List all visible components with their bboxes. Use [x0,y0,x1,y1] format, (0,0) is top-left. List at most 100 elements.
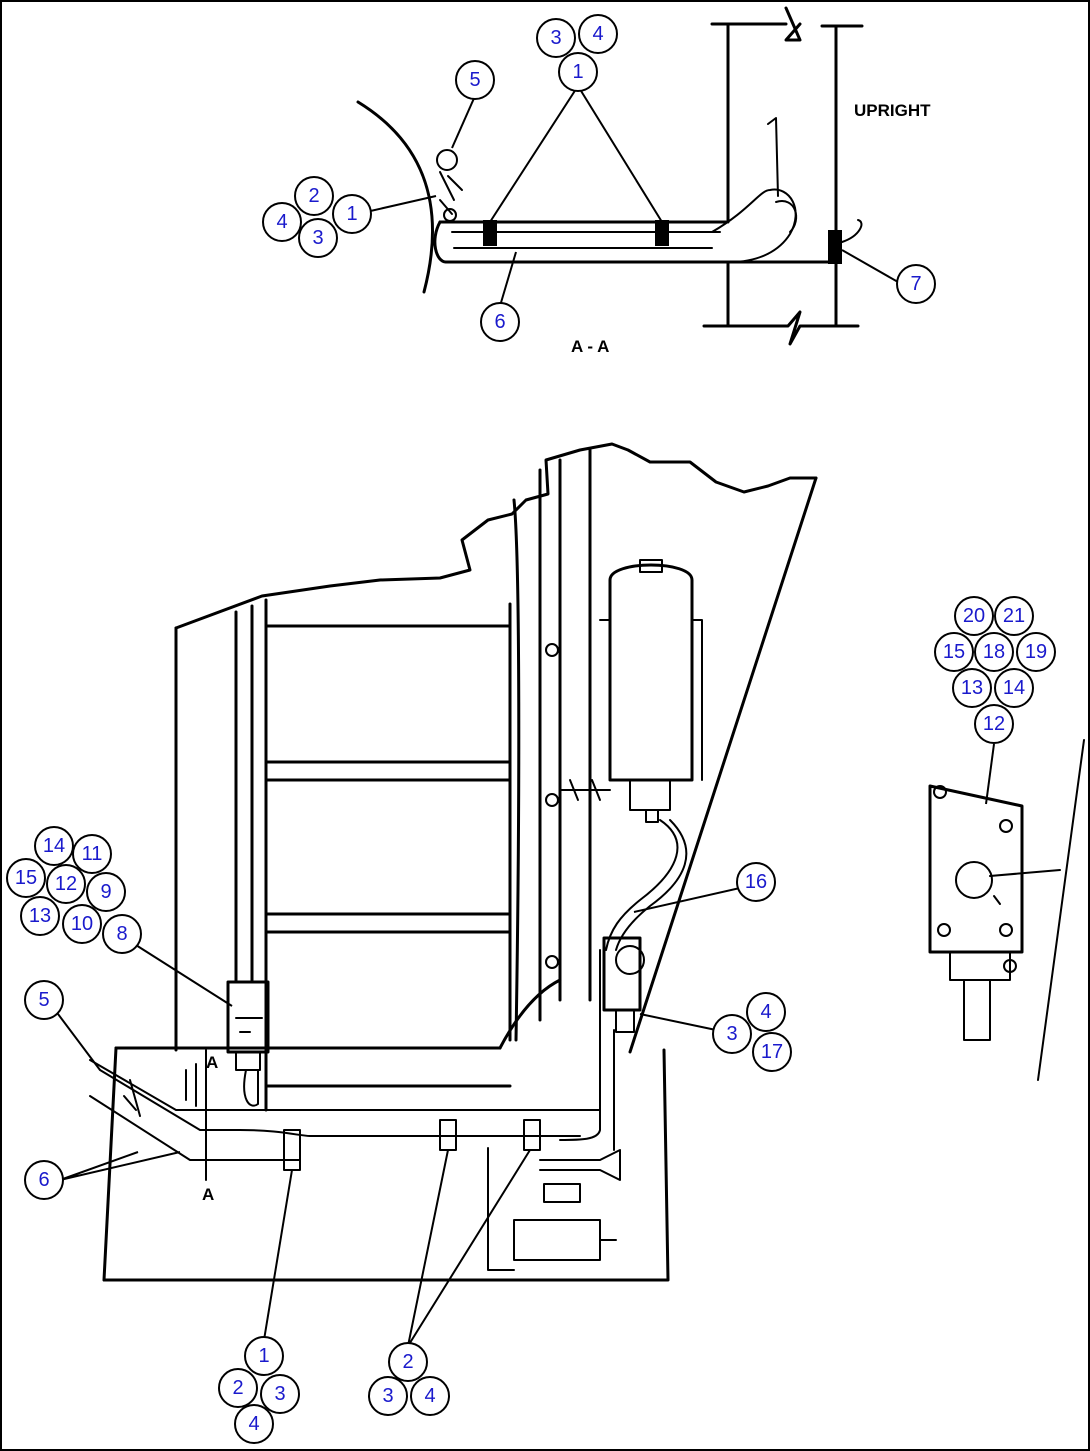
svg-text:1: 1 [572,61,583,83]
switch-detail-view [928,739,1085,1081]
callout-cluster-bottom-clamp-right: 2 3 4 [368,1342,450,1416]
callout-10: 10 [62,904,102,944]
svg-text:9: 9 [100,881,111,903]
callout-cluster-section-bracket: 2 4 1 3 [262,176,372,258]
svg-text:14: 14 [43,835,65,857]
svg-text:4: 4 [276,211,287,233]
callout-18: 18 [974,632,1014,672]
svg-text:3: 3 [550,27,561,49]
svg-text:4: 4 [592,23,603,45]
callout-cluster-left-tube-end: 5 [24,980,64,1020]
callout-2: 2 [388,1342,428,1382]
svg-text:6: 6 [38,1169,49,1191]
callout-1: 1 [244,1336,284,1376]
callout-cluster-hose-right: 16 [736,862,776,902]
section-mark-bottom: A [202,1185,214,1204]
svg-text:13: 13 [961,677,983,699]
svg-text:19: 19 [1025,641,1047,663]
svg-text:12: 12 [983,713,1005,735]
callout-4: 4 [262,202,302,242]
callout-11: 11 [72,834,112,874]
callout-16: 16 [736,862,776,902]
callout-1: 1 [558,52,598,92]
svg-text:3: 3 [312,227,323,249]
callout-cluster-switch-detail: 20 21 15 18 19 13 14 12 [934,596,1056,744]
callout-13: 13 [952,668,992,708]
callout-cluster-left-tubes: 6 [24,1160,64,1200]
svg-text:20: 20 [963,605,985,627]
svg-text:2: 2 [402,1351,413,1373]
upright-label: UPRIGHT [854,101,931,120]
svg-text:16: 16 [745,871,767,893]
section-view: UPRIGHT A - A [356,6,931,356]
callout-6: 6 [24,1160,64,1200]
svg-text:11: 11 [82,843,103,865]
callout-cluster-right-clamp: 4 3 17 [712,992,792,1072]
callout-5: 5 [455,60,495,100]
svg-text:13: 13 [29,905,51,927]
callout-17: 17 [752,1032,792,1072]
callout-14: 14 [34,826,74,866]
svg-text:15: 15 [15,867,37,889]
callout-5: 5 [24,980,64,1020]
svg-text:7: 7 [910,273,921,295]
callout-3: 3 [298,218,338,258]
callout-20: 20 [954,596,994,636]
callout-cluster-section-top-clamp: 3 4 1 [536,14,618,92]
svg-text:6: 6 [494,311,505,333]
svg-text:2: 2 [308,185,319,207]
callout-21: 21 [994,596,1034,636]
section-mark-top: A [206,1053,218,1072]
callout-15: 15 [934,632,974,672]
svg-text:12: 12 [55,873,77,895]
callout-13: 13 [20,896,60,936]
callout-12: 12 [46,864,86,904]
callout-cluster-section-upright: 7 [896,264,936,304]
callout-12: 12 [974,704,1014,744]
svg-text:3: 3 [382,1385,393,1407]
callout-8: 8 [102,914,142,954]
callout-3: 3 [260,1374,300,1414]
svg-text:4: 4 [760,1001,771,1023]
callout-cluster-section-hose: 6 [480,302,520,342]
svg-text:2: 2 [232,1377,243,1399]
svg-text:14: 14 [1003,677,1025,699]
callout-4: 4 [410,1376,450,1416]
main-view: A A [57,442,818,1347]
svg-text:15: 15 [943,641,965,663]
callout-2: 2 [218,1368,258,1408]
svg-text:1: 1 [258,1345,269,1367]
callout-9: 9 [86,872,126,912]
callout-3: 3 [368,1376,408,1416]
svg-text:5: 5 [469,69,480,91]
svg-text:18: 18 [983,641,1005,663]
callout-4: 4 [234,1404,274,1444]
callout-6: 6 [480,302,520,342]
svg-text:8: 8 [116,923,127,945]
svg-text:5: 5 [38,989,49,1011]
svg-text:17: 17 [761,1041,783,1063]
section-label: A - A [571,337,609,356]
callout-15: 15 [6,858,46,898]
callout-4: 4 [578,14,618,54]
svg-text:4: 4 [248,1413,259,1435]
callout-7: 7 [896,264,936,304]
callout-3: 3 [536,18,576,58]
callout-3: 3 [712,1014,752,1054]
svg-text:3: 3 [274,1383,285,1405]
callout-4: 4 [746,992,786,1032]
callout-14: 14 [994,668,1034,708]
callout-1: 1 [332,194,372,234]
svg-text:4: 4 [424,1385,435,1407]
svg-text:3: 3 [726,1023,737,1045]
callout-19: 19 [1016,632,1056,672]
callout-cluster-bottom-clamp-left: 1 2 3 4 [218,1336,300,1444]
callout-cluster-section-clamp-left: 5 [455,60,495,100]
svg-text:1: 1 [346,203,357,225]
callout-cluster-left-switch: 14 11 15 12 9 13 10 8 [6,826,142,954]
svg-text:21: 21 [1003,605,1025,627]
callout-2: 2 [294,176,334,216]
